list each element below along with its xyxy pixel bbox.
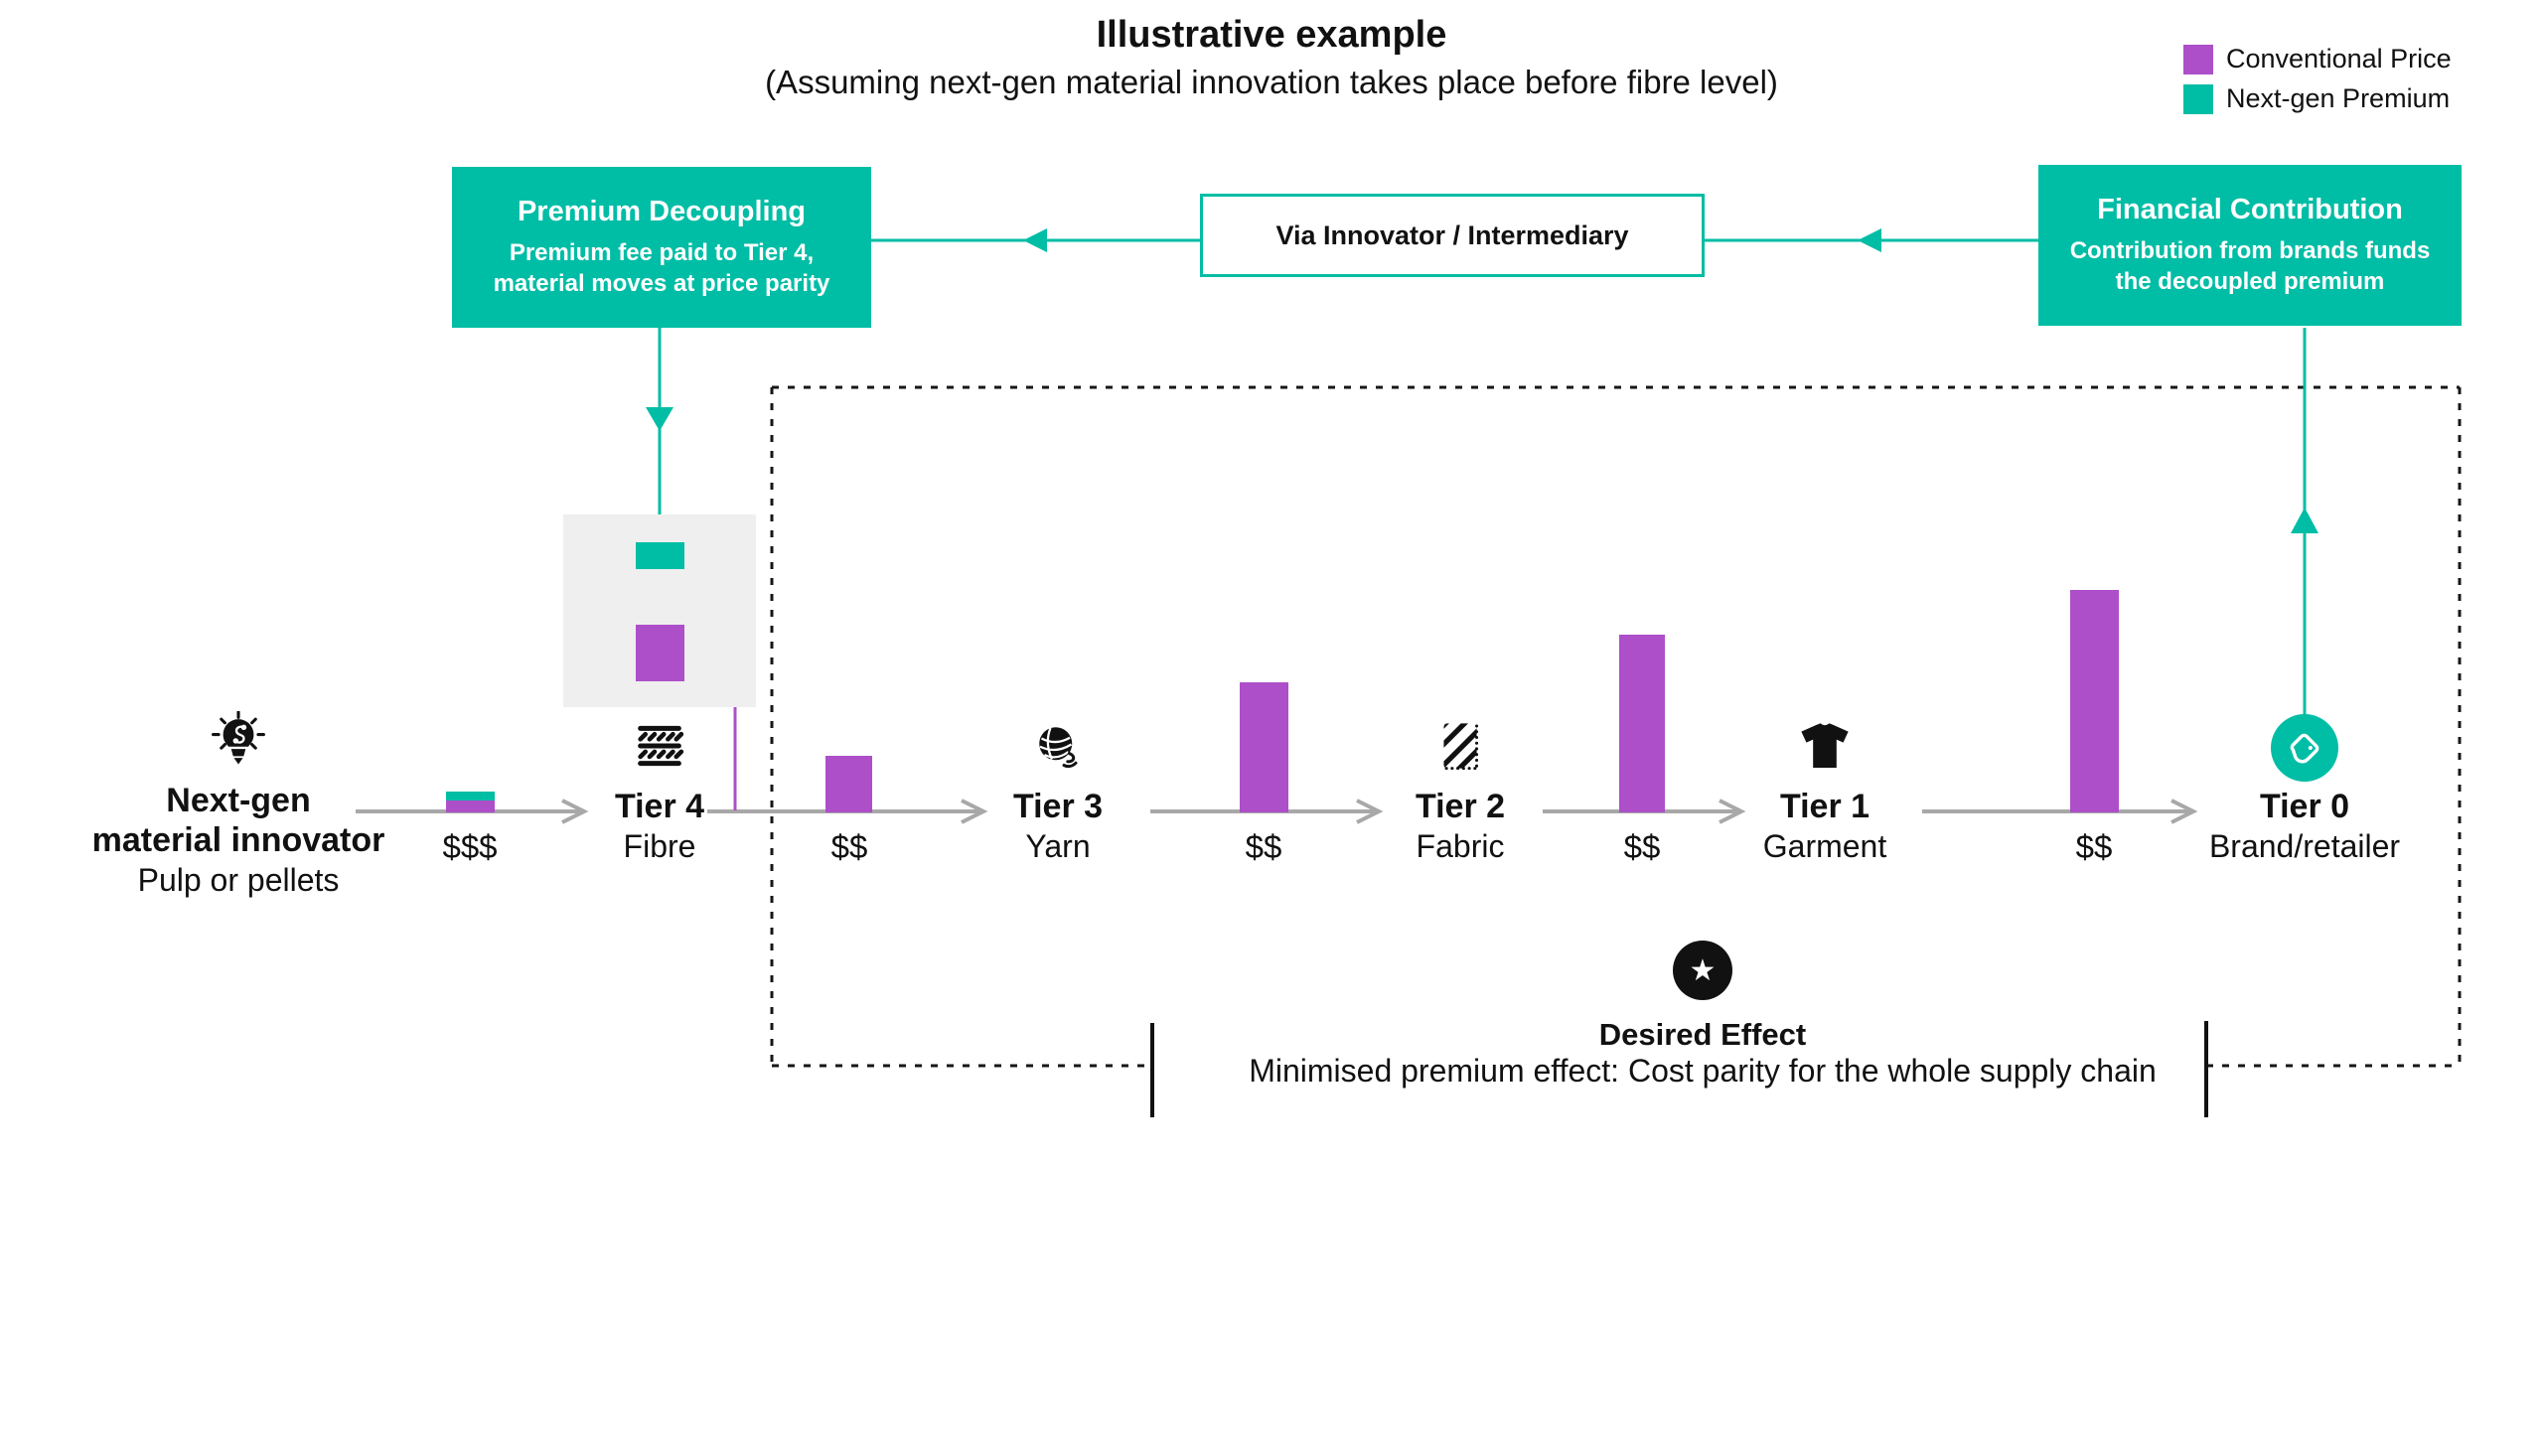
tier-sub: Fibre <box>623 828 696 864</box>
purple-price-segment <box>2070 590 2119 812</box>
financial-contribution-box: Financial Contribution Contribution from… <box>2038 165 2462 326</box>
innovator-title: Next-gen material innovator <box>91 782 385 859</box>
node-tier-0: Tier 0 Brand/retailer <box>2146 709 2464 866</box>
legend: Conventional Price Next-gen Premium <box>2183 44 2452 114</box>
purple-price-segment <box>446 801 495 812</box>
tier-name: Tier 3 <box>1012 788 1104 825</box>
tier-sub: Fabric <box>1416 828 1505 864</box>
node-innovator: Next-gen material innovator Pulp or pell… <box>70 703 407 900</box>
premium-decoupling-title: Premium Decoupling <box>517 196 807 227</box>
tier-sub: Yarn <box>1025 828 1091 864</box>
teal-price-segment <box>446 792 495 801</box>
purple-price-segment <box>1619 635 1665 812</box>
premium-decoupling-box: Premium Decoupling Premium fee paid to T… <box>452 167 871 328</box>
node-tier-2: Tier 2 Fabric <box>1301 709 1619 866</box>
price-bar-tier4-to-tier3 <box>825 756 872 812</box>
next-gen-premium-swatch <box>2183 83 2213 114</box>
node-tier-3: Tier 3 Yarn <box>899 709 1217 866</box>
tier-sub: Brand/retailer <box>2208 828 2401 864</box>
idea-bulb-icon <box>210 709 267 774</box>
price-label: $$ <box>1623 828 1661 865</box>
conventional-price-swatch <box>2183 44 2213 74</box>
decoupled-premium_rect <box>636 542 684 569</box>
tier-name: Tier 4 <box>614 788 705 825</box>
legend-row-premium: Next-gen Premium <box>2183 83 2452 114</box>
price-bar-tier2-to-tier1 <box>1619 635 1665 812</box>
via-innovator-box: Via Innovator / Intermediary <box>1200 194 1705 277</box>
desired-effect-title: Desired Effect <box>1598 1017 1807 1052</box>
premium-decoupling-body: Premium fee paid to Tier 4, material mov… <box>493 239 830 297</box>
fabric-icon <box>1439 719 1481 778</box>
garment-icon <box>1798 722 1852 775</box>
price-bar-tier1-to-tier0 <box>2070 590 2119 812</box>
decoupled-conventional_rect <box>636 625 684 681</box>
innovator-subtitle: Pulp or pellets <box>137 862 340 898</box>
tier-sub: Garment <box>1762 828 1887 864</box>
desired-effect-body: Minimised premium effect: Cost parity fo… <box>1249 1053 2157 1089</box>
tier-name: Tier 0 <box>2259 788 2350 825</box>
price-bar-tier3-to-tier2 <box>1240 682 1288 812</box>
purple-price-segment <box>1240 682 1288 812</box>
financial-contribution-title: Financial Contribution <box>2097 194 2403 225</box>
fibre-icon <box>633 725 686 772</box>
price-tag-icon <box>2271 714 2338 782</box>
via-innovator-label: Via Innovator / Intermediary <box>1275 219 1629 250</box>
node-tier-4: Tier 4 Fibre <box>501 709 819 866</box>
price-label: $$ <box>830 828 868 865</box>
yarn-icon <box>1034 722 1082 775</box>
legend-label: Conventional Price <box>2226 44 2452 73</box>
price-bar-innovator-to-tier4 <box>446 792 495 812</box>
price-label: $$ <box>1245 828 1282 865</box>
star-icon: ★ <box>1673 941 1732 1000</box>
tier-name: Tier 1 <box>1779 788 1870 825</box>
price-label: $$ <box>2075 828 2113 865</box>
financial-contribution-body: Contribution from brands funds the decou… <box>2069 237 2431 295</box>
node-tier-1: Tier 1 Garment <box>1666 709 1984 866</box>
price-label: $$$ <box>442 828 498 865</box>
page-title: Illustrative example <box>1096 14 1447 56</box>
page-subtitle: (Assuming next-gen material innovation t… <box>765 64 1778 100</box>
purple-price-segment <box>825 756 872 812</box>
tier-name: Tier 2 <box>1415 788 1506 825</box>
legend-label: Next-gen Premium <box>2226 83 2451 113</box>
legend-row-conventional: Conventional Price <box>2183 44 2452 74</box>
